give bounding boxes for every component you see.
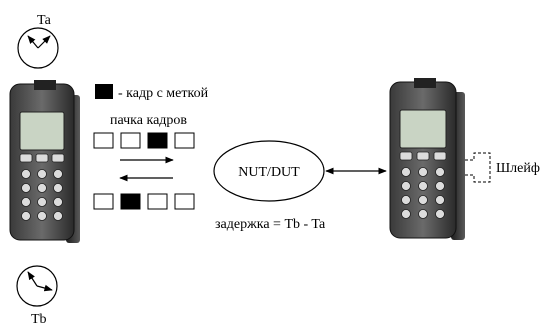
device-left-connector [34,80,56,90]
frame [147,193,168,210]
clock-tb-hand-2 [36,284,53,292]
loopback: Шлейф [465,152,540,183]
device-left-keypad [19,153,65,221]
clock-ta-label: Ta [37,13,52,28]
device-right-connector [414,78,436,88]
frame [93,193,114,210]
marked-frame [120,193,141,210]
nut-dut-ellipse [213,140,325,202]
clock-tb-label: Tb [31,312,47,327]
burst-label: пачка кадров [110,113,187,128]
frame-row-bottom [93,193,195,210]
tester-device-left [9,80,80,243]
loopback-connector [465,152,491,183]
marked-frame [147,132,168,149]
nut-dut-label: NUT/DUT [238,165,300,180]
device-left-screen [19,111,65,151]
tester-device-right [389,78,465,240]
clock-tb-hand-1 [27,271,38,287]
nut-dut: NUT/DUT [213,140,325,202]
frame [93,132,114,149]
frame [120,132,141,149]
device-right-keypad [399,151,447,219]
legend: - кадр с меткой [95,84,209,101]
legend-text: - кадр с меткой [118,86,209,101]
clock-ta-hand-2 [37,35,51,49]
frame [174,132,195,149]
frame-row-top [93,132,195,149]
frame [174,193,195,210]
delay-formula: задержка = Tb - Ta [215,217,326,232]
legend-marked-frame [95,84,113,99]
loopback-label: Шлейф [496,161,540,176]
clock-tb: Tb [16,265,58,327]
clock-ta-hand-1 [27,35,39,49]
clock-ta: Ta [17,13,59,69]
device-right-screen [399,109,447,149]
